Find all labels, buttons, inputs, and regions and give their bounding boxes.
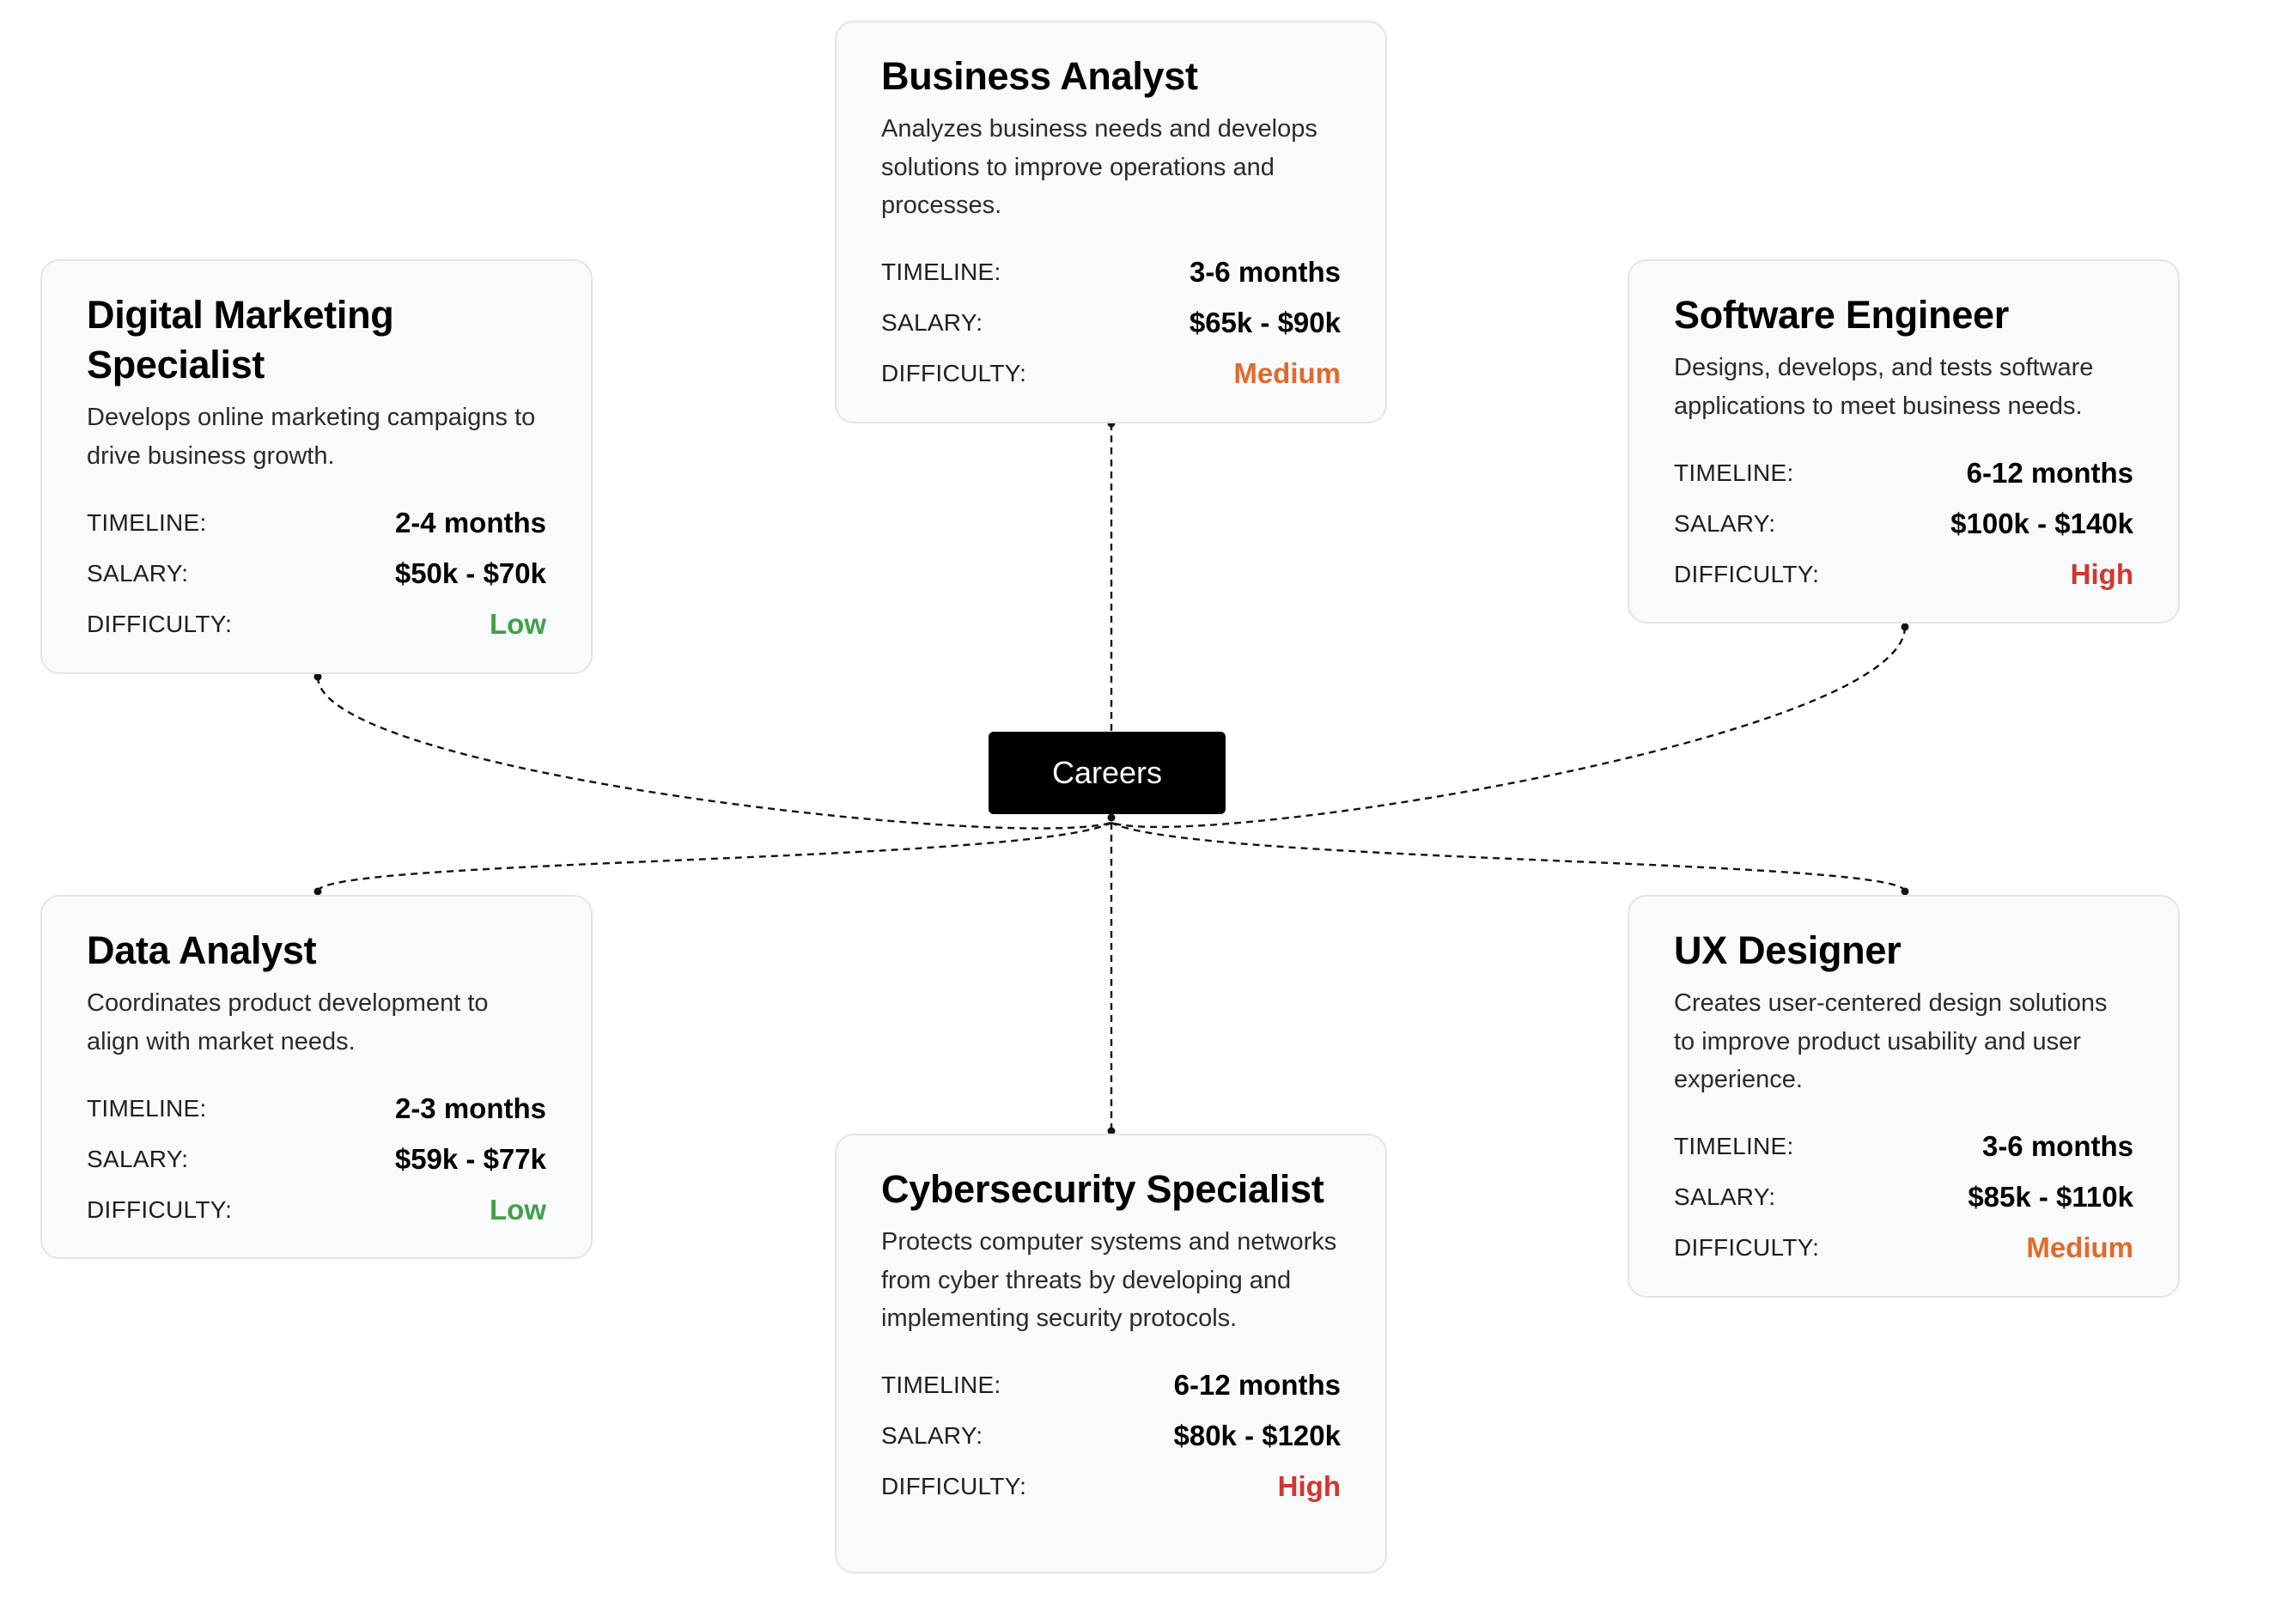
difficulty-value: High [2070, 557, 2133, 590]
salary-label: SALARY: [1674, 1183, 1776, 1210]
salary-value: $85k - $110k [1968, 1181, 2133, 1213]
card-data-analyst[interactable]: Data Analyst Coordinates product develop… [40, 895, 593, 1259]
salary-row: SALARY: $85k - $110k [1674, 1172, 2133, 1223]
salary-label: SALARY: [881, 309, 983, 336]
difficulty-value: High [1277, 1470, 1341, 1502]
card-title: UX Designer [1674, 928, 1902, 972]
salary-label: SALARY: [881, 1422, 983, 1449]
difficulty-row: DIFFICULTY: High [881, 1462, 1341, 1512]
timeline-row: TIMELINE: 6-12 months [881, 1360, 1341, 1411]
salary-value: $59k - $77k [394, 1142, 546, 1175]
timeline-value: 2-3 months [394, 1092, 546, 1124]
connector-data-analyst [316, 821, 1112, 892]
card-meta: TIMELINE: 2-4 months SALARY: $50k - $70k… [87, 497, 546, 649]
connector-dot [313, 672, 322, 681]
timeline-label: TIMELINE: [881, 1372, 1001, 1398]
salary-value: $65k - $90k [1189, 307, 1341, 338]
card-business-analyst[interactable]: Business Analyst Analyzes business needs… [835, 21, 1387, 423]
card-cybersecurity-specialist[interactable]: Cybersecurity Specialist Protects comput… [835, 1134, 1387, 1573]
difficulty-value: Low [490, 607, 546, 640]
timeline-label: TIMELINE: [1674, 1133, 1794, 1159]
connector-dot [1901, 887, 1909, 896]
difficulty-row: DIFFICULTY: High [1674, 549, 2133, 599]
card-digital-marketing-specialist[interactable]: Digital Marketing Specialist Develops on… [40, 259, 593, 674]
salary-label: SALARY: [1674, 509, 1776, 537]
card-meta: TIMELINE: 6-12 months SALARY: $80k - $12… [881, 1360, 1341, 1512]
salary-value: $50k - $70k [394, 557, 546, 589]
difficulty-label: DIFFICULTY: [87, 610, 233, 637]
timeline-label: TIMELINE: [87, 1094, 207, 1122]
difficulty-label: DIFFICULTY: [1674, 560, 1820, 587]
card-description: Designs, develops, and tests software ap… [1674, 354, 2094, 420]
difficulty-value: Medium [1233, 357, 1341, 389]
card-title: Software Engineer [1674, 293, 2009, 337]
connector-digital-marketing-specialist [316, 676, 1112, 830]
card-title: Cybersecurity Specialist [881, 1167, 1324, 1211]
difficulty-value: Medium [2026, 1232, 2133, 1263]
difficulty-value: Low [490, 1193, 546, 1226]
salary-label: SALARY: [87, 559, 189, 587]
card-description: Protects computer systems and networks f… [881, 1228, 1337, 1332]
connector-dot [313, 887, 322, 896]
card-meta: TIMELINE: 6-12 months SALARY: $100k - $1… [1674, 447, 2133, 599]
timeline-value: 2-4 months [394, 506, 546, 538]
difficulty-row: DIFFICULTY: Medium [881, 349, 1341, 399]
card-description: Creates user-centered design solutions t… [1674, 989, 2108, 1093]
timeline-row: TIMELINE: 3-6 months [881, 247, 1341, 298]
salary-row: SALARY: $80k - $120k [881, 1411, 1341, 1462]
card-description: Analyzes business needs and develops sol… [881, 115, 1317, 219]
card-title: Data Analyst [87, 928, 317, 972]
difficulty-label: DIFFICULTY: [87, 1195, 233, 1223]
timeline-value: 6-12 months [1173, 1369, 1341, 1401]
card-meta: TIMELINE: 2-3 months SALARY: $59k - $77k… [87, 1083, 546, 1235]
connector-dot [1107, 1127, 1116, 1135]
timeline-value: 6-12 months [1966, 456, 2133, 489]
card-ux-designer[interactable]: UX Designer Creates user-centered design… [1628, 895, 2180, 1298]
salary-row: SALARY: $50k - $70k [87, 548, 546, 599]
timeline-row: TIMELINE: 3-6 months [1674, 1122, 2133, 1172]
timeline-label: TIMELINE: [881, 259, 1001, 285]
difficulty-row: DIFFICULTY: Medium [1674, 1223, 2133, 1274]
salary-label: SALARY: [87, 1145, 189, 1172]
connector-dot [1901, 623, 1909, 631]
salary-row: SALARY: $59k - $77k [87, 1134, 546, 1184]
timeline-value: 3-6 months [1189, 256, 1341, 288]
timeline-row: TIMELINE: 2-3 months [87, 1083, 546, 1134]
card-meta: TIMELINE: 3-6 months SALARY: $85k - $110… [1674, 1122, 2133, 1274]
salary-row: SALARY: $100k - $140k [1674, 498, 2133, 549]
card-software-engineer[interactable]: Software Engineer Designs, develops, and… [1628, 259, 2180, 623]
difficulty-label: DIFFICULTY: [881, 360, 1027, 386]
timeline-row: TIMELINE: 2-4 months [87, 497, 546, 548]
difficulty-row: DIFFICULTY: Low [87, 599, 546, 649]
connector-software-engineer [1111, 626, 1907, 829]
difficulty-label: DIFFICULTY: [881, 1473, 1027, 1499]
card-description: Coordinates product development to align… [87, 989, 489, 1055]
difficulty-row: DIFFICULTY: Low [87, 1184, 546, 1235]
salary-value: $100k - $140k [1950, 507, 2133, 539]
salary-value: $80k - $120k [1173, 1420, 1341, 1451]
connector-ux-designer [1111, 821, 1907, 892]
salary-row: SALARY: $65k - $90k [881, 298, 1341, 349]
connector-dot [1107, 813, 1116, 822]
card-meta: TIMELINE: 3-6 months SALARY: $65k - $90k… [881, 247, 1341, 399]
timeline-row: TIMELINE: 6-12 months [1674, 447, 2133, 498]
card-title: Business Analyst [881, 54, 1198, 98]
careers-center-node[interactable]: Careers [989, 732, 1226, 814]
difficulty-label: DIFFICULTY: [1674, 1234, 1820, 1261]
timeline-value: 3-6 months [1981, 1130, 2133, 1162]
card-title: Digital Marketing Specialist [87, 293, 394, 386]
card-description: Develops online marketing campaigns to d… [87, 404, 536, 470]
timeline-label: TIMELINE: [1674, 459, 1794, 486]
timeline-label: TIMELINE: [87, 508, 207, 536]
